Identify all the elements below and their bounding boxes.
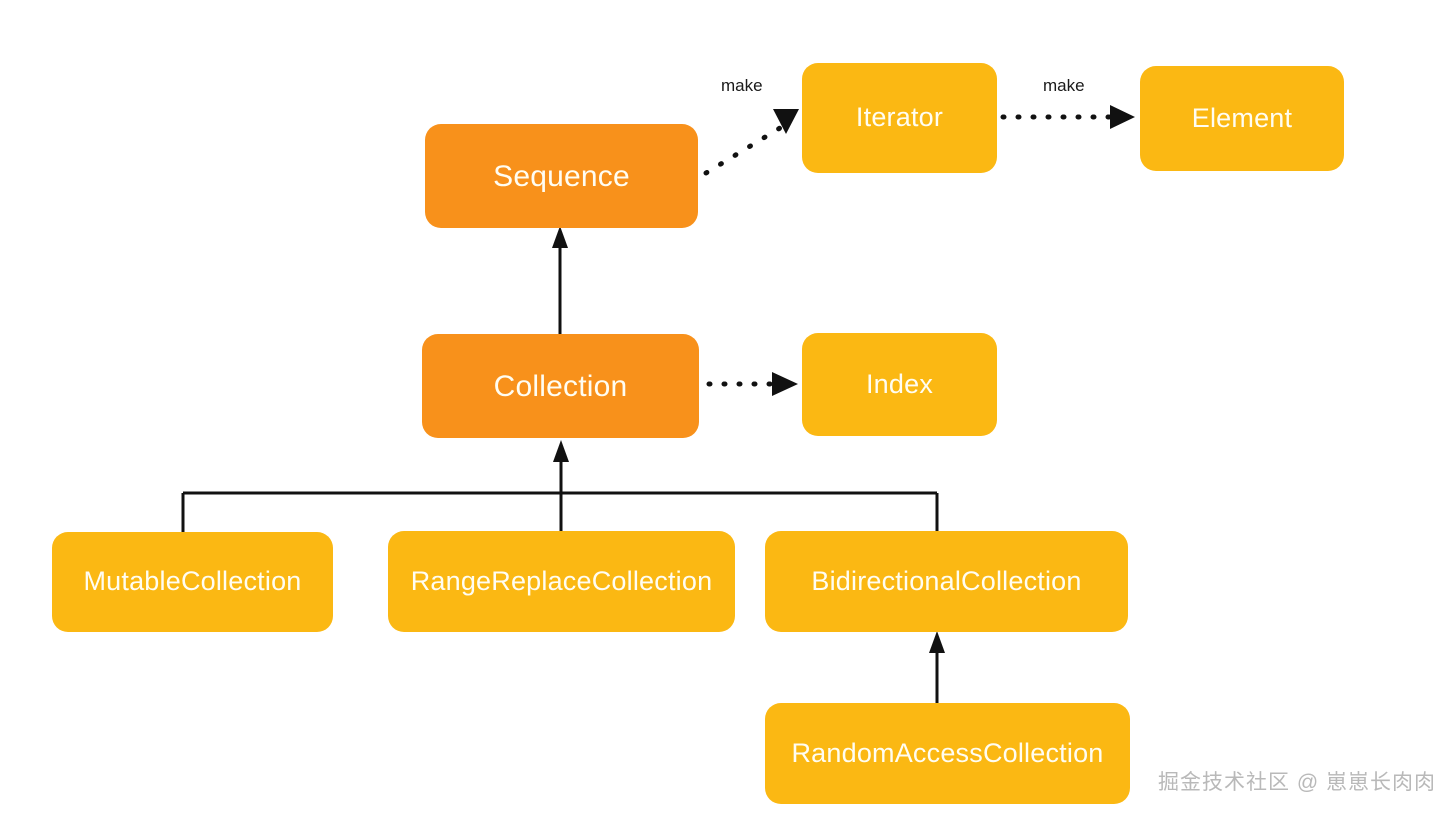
node-sequence[interactable]: Sequence bbox=[425, 124, 698, 228]
edge-randomaccess-to-bidirectional bbox=[929, 631, 945, 703]
node-index[interactable]: Index bbox=[802, 333, 997, 436]
node-bidirectional-collection[interactable]: BidirectionalCollection bbox=[765, 531, 1128, 632]
edge-iterator-to-element bbox=[1000, 105, 1135, 129]
node-mutable-collection[interactable]: MutableCollection bbox=[52, 532, 333, 632]
watermark: 掘金技术社区 @ 崽崽长肉肉 bbox=[1158, 771, 1436, 794]
node-random-access-collection[interactable]: RandomAccessCollection bbox=[765, 703, 1130, 804]
edge-collection-to-index bbox=[706, 372, 798, 396]
node-random-access-collection-label: RandomAccessCollection bbox=[791, 737, 1104, 768]
edge-label-make-iterator: make bbox=[721, 76, 763, 95]
edge-label-make-element: make bbox=[1043, 76, 1085, 95]
edge-sequence-to-iterator bbox=[703, 109, 799, 176]
node-bidirectional-collection-label: BidirectionalCollection bbox=[811, 565, 1082, 596]
node-index-label: Index bbox=[865, 368, 934, 399]
edge-subcollections-to-collection bbox=[181, 440, 939, 533]
node-range-replace-collection[interactable]: RangeReplaceCollection bbox=[388, 531, 735, 632]
node-iterator-label: Iterator bbox=[855, 102, 944, 133]
node-collection-label: Collection bbox=[493, 369, 628, 403]
edge-collection-to-sequence bbox=[552, 226, 568, 334]
node-iterator[interactable]: Iterator bbox=[802, 63, 997, 173]
node-sequence-label: Sequence bbox=[493, 159, 630, 193]
node-range-replace-collection-label: RangeReplaceCollection bbox=[410, 565, 713, 596]
node-element-label: Element bbox=[1191, 102, 1293, 133]
node-collection[interactable]: Collection bbox=[422, 334, 699, 438]
node-element[interactable]: Element bbox=[1140, 66, 1344, 171]
node-mutable-collection-label: MutableCollection bbox=[83, 566, 302, 597]
